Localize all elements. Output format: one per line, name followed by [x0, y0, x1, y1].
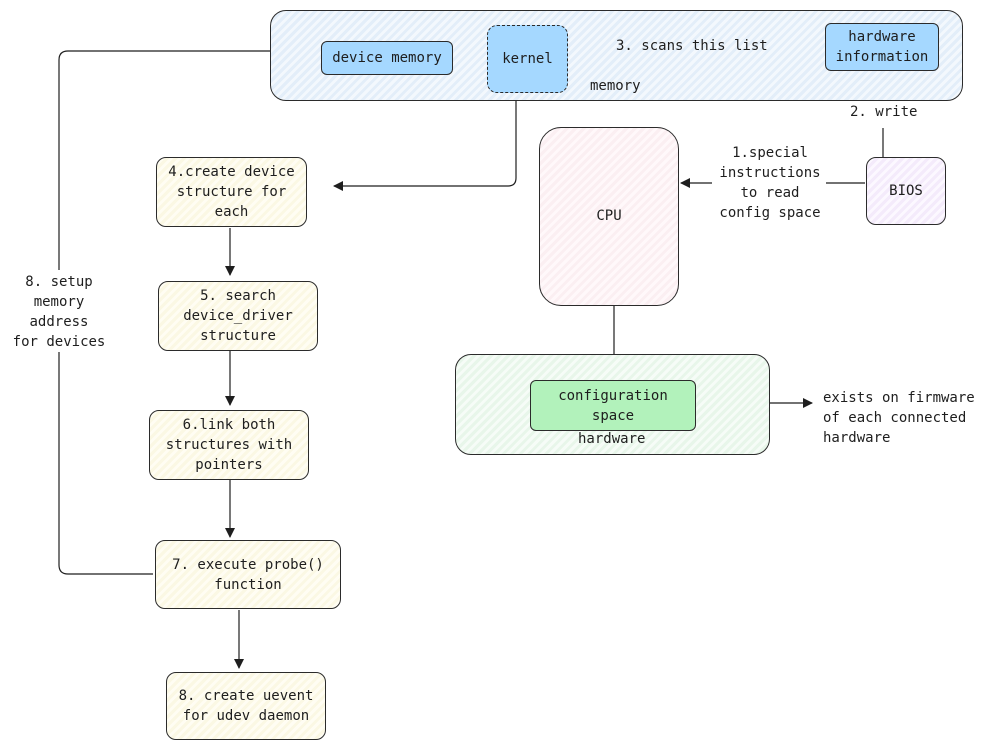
device-memory-node[interactable]: device memory [321, 41, 453, 75]
arrow-probe-to-device-memory [58, 350, 153, 575]
arrow-setup-to-device-memory [58, 46, 317, 270]
configuration-space-node[interactable]: configuration space [530, 380, 696, 431]
memory-container-label: memory [590, 78, 641, 94]
write-label: 2. write [850, 104, 918, 120]
hardware-container-label: hardware [578, 431, 646, 447]
bios-node[interactable]: BIOS [866, 157, 946, 225]
hardware-information-node[interactable]: hardware information [825, 23, 939, 71]
cpu-node[interactable]: CPU [539, 127, 679, 306]
kernel-node[interactable]: kernel [487, 25, 568, 93]
special-instructions-label: 1.special instructions to read config sp… [719, 145, 821, 221]
execute-probe-node[interactable]: 7. execute probe() function [155, 540, 341, 609]
setup-memory-label: 8. setup memory address for devices [4, 272, 114, 352]
scans-list-label: 3. scans this list [616, 38, 768, 54]
arrow-kernel-to-create [333, 100, 517, 191]
create-uevent-node[interactable]: 8. create uevent for udev daemon [166, 672, 326, 740]
create-device-structure-node[interactable]: 4.create device structure for each [156, 157, 307, 227]
link-structures-node[interactable]: 6.link both structures with pointers [149, 410, 309, 480]
search-device-driver-node[interactable]: 5. search device_driver structure [158, 281, 318, 351]
firmware-note-label: exists on firmware of each connected har… [823, 390, 975, 446]
